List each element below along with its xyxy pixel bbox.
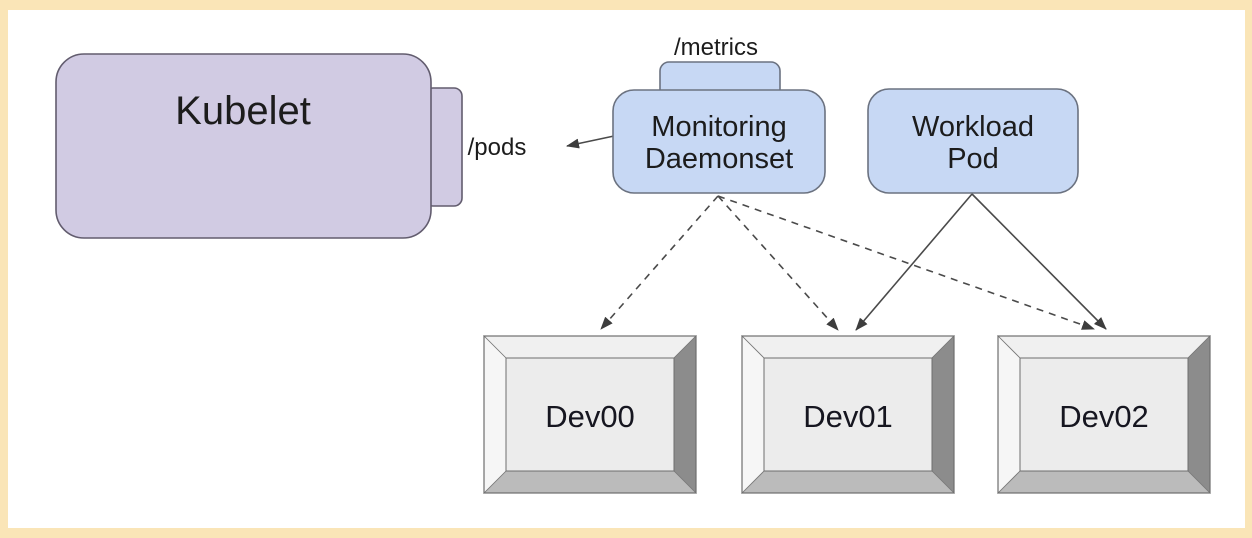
edge-workload-to-dev01 (855, 193, 973, 331)
device-outline (483, 335, 697, 494)
workload-label-line1: Workload (912, 111, 1034, 143)
kubelet-node: Kubelet (55, 53, 463, 239)
device-face (1019, 357, 1189, 472)
monitoring-label-line1: Monitoring (651, 111, 786, 143)
device-bevel-left (483, 335, 507, 494)
edge-workload-to-dev02 (971, 193, 1107, 330)
kubelet-box (55, 53, 432, 239)
monitoring-daemonset-node: /metrics Monitoring Daemonset (612, 34, 826, 194)
device-bevel-bottom (483, 470, 697, 494)
edge-monitoring-to-dev02 (717, 195, 1095, 330)
device-bevel-bottom (741, 470, 955, 494)
device-dev01: Dev01 (741, 335, 955, 494)
device-dev02: Dev02 (997, 335, 1211, 494)
device-bevel-right (931, 335, 955, 494)
edge-monitoring-to-dev01 (717, 195, 839, 331)
device-bevel-right (673, 335, 697, 494)
device-bevel-left (741, 335, 765, 494)
device-label: Dev01 (803, 399, 893, 434)
edge-monitoring-to-pods (566, 135, 615, 149)
device-label: Dev00 (545, 399, 635, 434)
edge-monitoring-to-dev00 (600, 195, 719, 330)
kubelet-label: Kubelet (175, 89, 311, 133)
monitoring-label-line2: Daemonset (645, 143, 793, 175)
device-bevel-bottom (997, 470, 1211, 494)
device-bevel-left (997, 335, 1021, 494)
device-bevel-top (483, 335, 697, 359)
workload-box (867, 88, 1079, 194)
device-outline (741, 335, 955, 494)
workload-pod-node: Workload Pod (867, 88, 1079, 194)
device-bevel-right (1187, 335, 1211, 494)
monitoring-box (612, 89, 826, 194)
device-dev00: Dev00 (483, 335, 697, 494)
device-outline (997, 335, 1211, 494)
device-bevel-top (997, 335, 1211, 359)
device-label: Dev02 (1059, 399, 1149, 434)
pods-endpoint-label: /pods (468, 134, 527, 161)
device-face (763, 357, 933, 472)
workload-label-line2: Pod (947, 143, 999, 175)
device-face (505, 357, 675, 472)
metrics-endpoint-label: /metrics (674, 34, 758, 61)
device-bevel-top (741, 335, 955, 359)
